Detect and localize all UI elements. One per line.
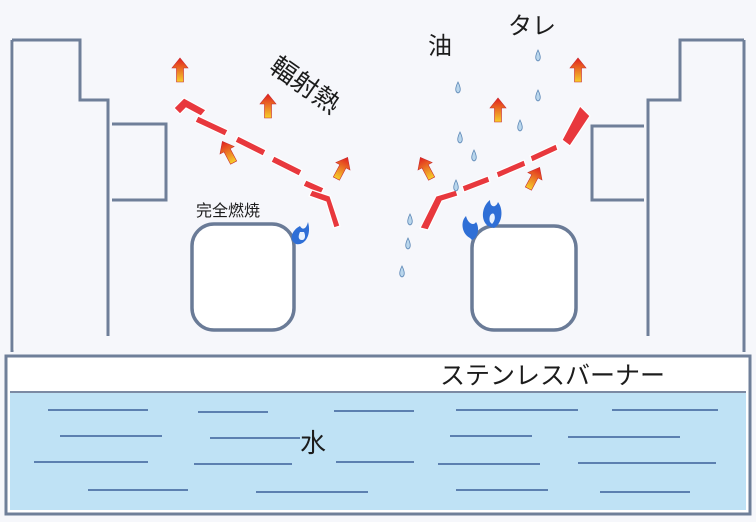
sauce-label: タレ (508, 12, 556, 40)
complete-combustion-label: 完全燃焼 (196, 201, 260, 220)
left-wall (10, 38, 168, 352)
water-drop-icon (407, 213, 413, 226)
heat-arrow-icon (489, 97, 507, 123)
radiant-heat-label: 輻射熱 (264, 51, 345, 120)
heat-arrow-icon (521, 163, 547, 193)
water-waves (34, 409, 718, 493)
water-drop-icon (535, 49, 541, 62)
water-drop-icon (535, 89, 541, 102)
water-drop-icon (399, 265, 405, 278)
water-drop-icon (405, 237, 411, 250)
heat-arrow-icon (329, 153, 355, 183)
right-grill (419, 105, 591, 231)
drip-drops (399, 49, 541, 278)
flame-icon (291, 222, 310, 245)
left-burner (190, 222, 296, 332)
left-grill (173, 97, 341, 229)
water-drop-icon (455, 81, 461, 94)
heat-arrow-icon (259, 93, 277, 119)
oil-label: 油 (428, 32, 452, 60)
stainless-burner-label: ステンレスバーナー (440, 361, 665, 390)
heat-arrows (171, 57, 587, 193)
heat-arrow-icon (171, 57, 189, 83)
heat-arrow-icon (413, 153, 439, 183)
right-wall (590, 38, 746, 352)
water-drop-icon (453, 179, 459, 192)
water-drop-icon (517, 119, 523, 132)
water-drop-icon (471, 149, 477, 162)
flame-icon (462, 200, 502, 240)
water-drop-icon (457, 131, 463, 144)
right-burner (470, 224, 578, 332)
heat-arrow-icon (569, 57, 587, 83)
water-label: 水 (300, 429, 326, 459)
